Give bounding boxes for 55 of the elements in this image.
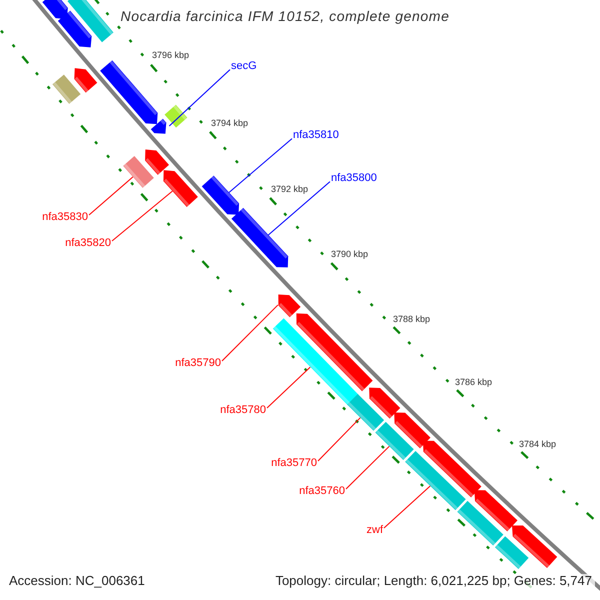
gene-label: nfa35800 xyxy=(331,172,377,185)
gene-feature xyxy=(375,422,414,460)
leader-line xyxy=(266,366,311,408)
tick-label: 3794 kbp xyxy=(211,118,248,128)
gene-feature xyxy=(405,450,466,510)
tick-label: 3784 kbp xyxy=(519,439,556,450)
gene-feature xyxy=(52,74,81,104)
gene-feature xyxy=(68,0,114,42)
gene-feature xyxy=(457,500,504,546)
gene-feature xyxy=(272,318,359,406)
leader-line xyxy=(346,446,390,490)
gene-feature xyxy=(164,104,188,128)
leader-line xyxy=(384,486,431,528)
gene-feature xyxy=(123,156,154,188)
chart-title: Nocardia farcinica IFM 10152, complete genome xyxy=(120,8,450,24)
gene-label: nfa35780 xyxy=(220,404,266,417)
leader-line xyxy=(268,181,330,236)
gene-feature xyxy=(58,10,92,48)
gene-feature xyxy=(347,394,384,431)
leader-line xyxy=(228,138,292,193)
gene-feature xyxy=(369,388,400,419)
leader-line xyxy=(318,417,361,462)
gene-label: nfa35770 xyxy=(271,457,317,470)
accession-text: Accession: NC_006361 xyxy=(9,574,145,589)
gene-label: zwf xyxy=(366,524,383,537)
gene-feature xyxy=(150,118,166,134)
gene-label: nfa35760 xyxy=(299,485,345,498)
gene-label: nfa35810 xyxy=(293,129,339,142)
gene-feature xyxy=(163,170,198,207)
tick-label: 3790 kbp xyxy=(331,249,368,260)
gene-feature xyxy=(512,525,558,568)
gene-feature xyxy=(422,440,482,498)
gene-feature xyxy=(74,68,98,93)
gene-feature xyxy=(394,412,430,448)
gene-label: nfa35790 xyxy=(175,357,221,370)
gene-feature xyxy=(145,150,169,175)
gene-feature xyxy=(296,313,373,392)
gene-label: secG xyxy=(231,60,257,73)
gene-label: nfa35830 xyxy=(42,211,88,224)
leader-line xyxy=(168,69,230,126)
gene-feature xyxy=(494,536,529,569)
gene-label: nfa35820 xyxy=(65,237,111,250)
tick-label: 3786 kbp xyxy=(455,377,492,388)
tick-label: 3788 kbp xyxy=(393,314,430,324)
gene-feature xyxy=(231,208,288,268)
gene-feature xyxy=(474,490,518,532)
gene-feature xyxy=(42,0,68,20)
tick-label: 3792 kbp xyxy=(271,184,308,194)
gene-feature xyxy=(278,294,301,318)
tick-label: 3796 kbp xyxy=(152,50,190,60)
leader-line xyxy=(88,176,134,216)
leader-line xyxy=(112,190,173,242)
gene-feature xyxy=(100,60,158,124)
leader-line xyxy=(222,304,278,362)
gene-feature xyxy=(202,176,240,215)
